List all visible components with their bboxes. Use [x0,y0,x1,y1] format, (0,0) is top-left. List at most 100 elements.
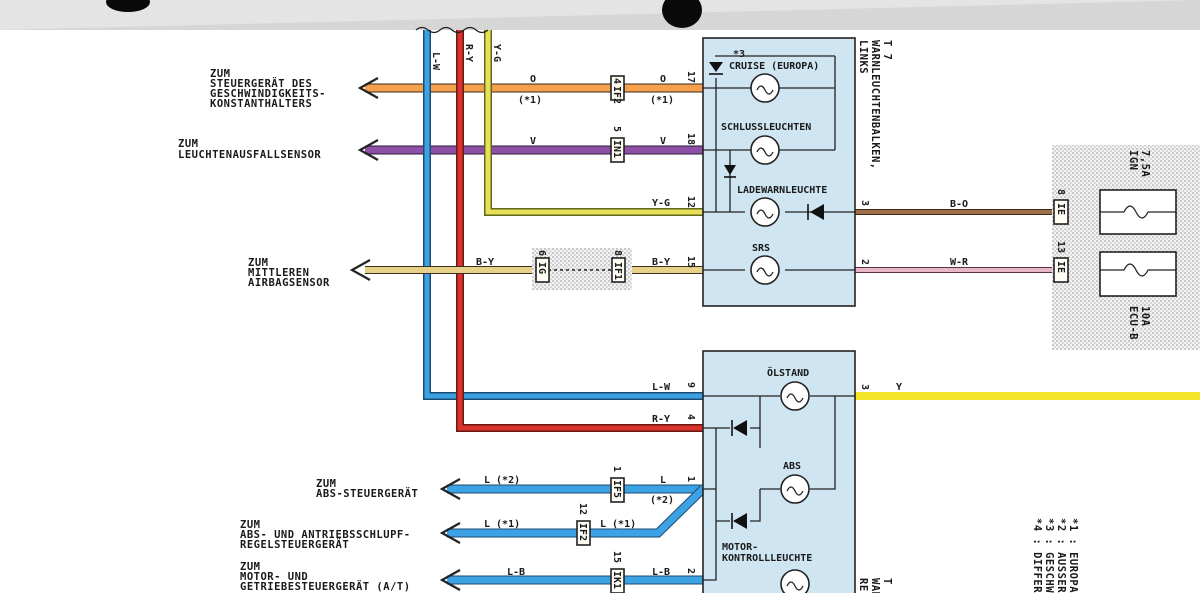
svg-text:7,5A: 7,5A [1139,150,1151,177]
svg-text:AIRBAGSENSOR: AIRBAGSENSOR [248,277,330,289]
svg-text:5: 5 [611,126,622,132]
lamp-oil: ÖLSTAND [767,365,810,411]
connector-if1: 8 IF1 [611,250,626,283]
lamp-tail: SCHLUSSLEUCHTEN [721,122,811,165]
svg-text:MOTOR- UND: MOTOR- UND [240,571,308,583]
destination-cruise: ZUM STEUERGERÄT DES GESCHWINDIGKEITS- KO… [210,68,325,110]
svg-text:L (*1): L (*1) [484,519,520,530]
svg-text:REGELSTEUERGERÄT: REGELSTEUERGERÄT [240,537,349,551]
svg-text:L-W: L-W [652,382,671,393]
connector-if2-lower: 12 IF2 [576,503,591,546]
svg-text:ZUM: ZUM [178,138,198,150]
svg-text:L-B: L-B [507,567,525,578]
label-r-y: R-Y [463,44,474,62]
svg-text:1: 1 [685,476,696,482]
svg-text:LEUCHTENAUSFALLSENSOR: LEUCHTENAUSFALLSENSOR [178,149,321,161]
svg-text:IK1: IK1 [611,571,622,589]
svg-text:(*2): (*2) [650,495,674,506]
svg-text:O: O [660,74,666,85]
svg-text:17: 17 [685,71,696,83]
destination-lamp-failure: ZUM LEUCHTENAUSFALLSENSOR [178,138,321,161]
svg-text:ZUM: ZUM [240,561,260,573]
page-top-shading [0,0,1200,30]
svg-text:ABS: ABS [783,461,801,472]
svg-text:*2 : AUSSER: *2 : AUSSER [1055,518,1067,593]
svg-text:L (*1): L (*1) [600,519,636,530]
svg-text:6: 6 [536,250,547,256]
connector-ie-b-o: 8 IE [1053,189,1069,225]
svg-text:B-O: B-O [950,199,968,210]
svg-text:10A: 10A [1139,306,1151,327]
module-warning-bar-left: CRUISE (EUROPA) *3 SCHLUSSLEUCHTEN LADEW… [685,37,893,307]
fuse-block-area [1052,145,1200,350]
svg-text:2: 2 [685,568,696,574]
connector-if2: 4 IF2 [610,75,625,104]
wire-break-mark [415,26,489,34]
svg-text:ECU-B: ECU-B [1127,306,1139,340]
svg-text:IE: IE [1055,261,1066,273]
svg-text:ABS-STEUERGERÄT: ABS-STEUERGERÄT [316,486,418,500]
svg-text:Y: Y [896,382,902,393]
svg-text:4: 4 [685,414,696,420]
svg-text:IGN: IGN [1127,150,1139,170]
svg-text:4: 4 [611,78,622,84]
svg-text:IN1: IN1 [611,140,622,158]
destination-traction: ZUM ABS- UND ANTRIEBSSCHLUPF- REGELSTEUE… [240,519,411,551]
svg-text:ZUM: ZUM [210,68,230,80]
svg-text:*3 : GESCHW: *3 : GESCHW [1043,518,1055,593]
svg-text:*1 : EUROPA: *1 : EUROPA [1067,518,1079,593]
svg-text:T 7: T 7 [881,40,893,60]
svg-text:STEUERGERÄT DES: STEUERGERÄT DES [210,76,312,90]
svg-text:8: 8 [612,250,623,256]
svg-text:KONTROLLLEUCHTE: KONTROLLLEUCHTE [722,553,812,564]
svg-text:(*1): (*1) [650,95,674,106]
wire-code-labels: O (*1) O (*1) V V Y-G B-Y B-Y B-O W-R L-… [476,74,969,578]
wires [365,30,1200,585]
svg-text:MOTOR-: MOTOR- [722,542,758,553]
svg-text:LINKS: LINKS [857,40,869,74]
svg-text:GETRIEBESTEUERGERÄT (A/T): GETRIEBESTEUERGERÄT (A/T) [240,579,411,593]
fuse-ign: 7,5A IGN [1099,150,1177,235]
svg-text:L: L [660,475,666,486]
svg-text:ABS- UND ANTRIEBSSCHLUPF-: ABS- UND ANTRIEBSSCHLUPF- [240,529,411,541]
svg-text:18: 18 [685,133,696,145]
svg-text:15: 15 [685,256,696,268]
svg-text:L-B: L-B [652,567,670,578]
svg-text:2: 2 [859,259,870,265]
svg-text:T: T [881,578,893,585]
svg-text:(*1): (*1) [518,95,542,106]
connector-in1: 5 IN1 [610,126,625,163]
svg-text:RE: RE [857,578,869,592]
svg-text:IE: IE [1055,203,1066,215]
destination-abs: ZUM ABS-STEUERGERÄT [316,478,418,500]
svg-text:ZUM: ZUM [240,519,260,531]
svg-text:3: 3 [859,384,870,390]
svg-text:W-R: W-R [950,257,969,268]
svg-text:MITTLEREN: MITTLEREN [248,267,309,279]
svg-text:SRS: SRS [752,243,770,254]
destination-engine: ZUM MOTOR- UND GETRIEBESTEUERGERÄT (A/T) [240,561,411,593]
svg-text:8: 8 [1055,189,1066,195]
connector-ik1: 15 IK1 [610,551,625,593]
lamp-abs: ABS [780,461,810,504]
svg-text:V: V [660,136,666,147]
top-wire-labels: L-W R-Y Y-G [430,44,502,71]
svg-text:WARNLEUCHTENBALKEN,: WARNLEUCHTENBALKEN, [869,40,881,170]
svg-text:IG: IG [536,262,547,274]
svg-text:*4 : DIFFER: *4 : DIFFER [1031,518,1043,593]
lamp-charge: LADEWARNLEUCHTE [737,185,827,227]
svg-text:LADEWARNLEUCHTE: LADEWARNLEUCHTE [737,185,827,196]
svg-text:R-Y: R-Y [652,414,670,425]
svg-text:IF2: IF2 [611,86,622,104]
svg-text:12: 12 [577,503,588,515]
connector-ie-w-r: 13 IE [1053,241,1069,283]
svg-text:ZUM: ZUM [248,257,268,269]
svg-text:V: V [530,136,536,147]
module-warning-bar-right: ÖLSTAND ABS MOTOR- KONTROLLLEUCHTE 9 4 1… [685,350,893,593]
svg-text:IF2: IF2 [577,523,588,541]
connector-ig: 6 IG [535,250,550,283]
footnote-legend: *1 : EUROPA *2 : AUSSER *3 : GESCHW *4 :… [1031,518,1079,593]
lamp-engine: MOTOR- KONTROLLLEUCHTE [722,542,812,593]
svg-text:L (*2): L (*2) [484,475,520,486]
